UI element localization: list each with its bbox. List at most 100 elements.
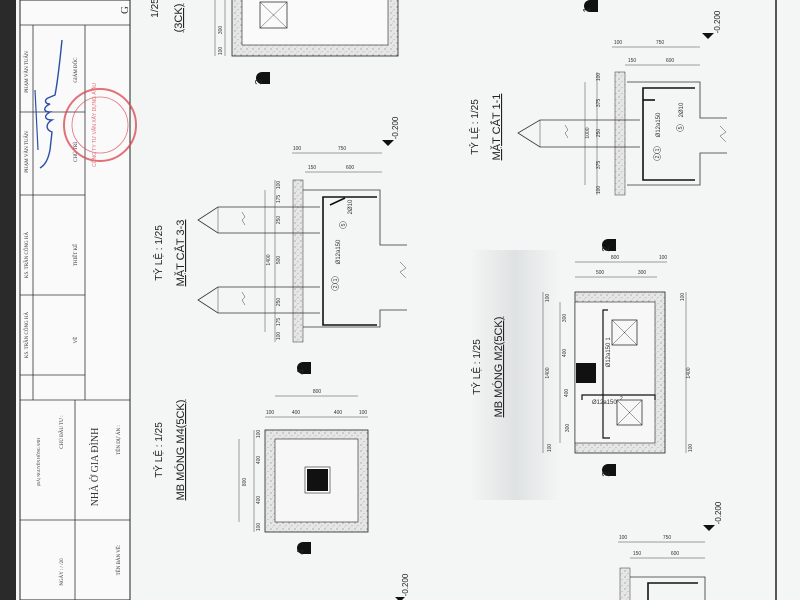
owner-label: CHỦ ĐẦU TƯ :	[59, 415, 65, 448]
level-label: -0.200	[714, 501, 723, 524]
rebar-mark: 1	[655, 148, 661, 151]
dim-label: 100	[547, 444, 553, 453]
section-marker-icon	[256, 72, 270, 84]
drawing-name-label: TÊN BẢN VẼ:	[116, 545, 122, 576]
dim-label: 300	[218, 26, 224, 35]
foundation-plan-m2: Ø12a150 1 Ø12a150 2 800 100 500 300 100 …	[470, 239, 694, 477]
dim-label: 300	[565, 424, 571, 433]
dim-label: 250	[276, 216, 282, 225]
dim-label: 400	[334, 410, 343, 416]
section-1-1: 100 750 150 600 -0.200 100 375 250 375 1…	[468, 0, 727, 196]
pile-symbol	[616, 399, 643, 426]
section-marker-icon	[297, 542, 311, 554]
dim-label: 400	[292, 410, 301, 416]
dim-label: 100	[688, 444, 694, 453]
rebar-mark: 5	[341, 223, 347, 226]
dim-label: 175	[276, 195, 282, 204]
section-marker-label: 1	[582, 7, 593, 13]
dim-label: 500	[596, 270, 605, 276]
dim-label: 100	[256, 523, 262, 532]
dim-label: 400	[256, 496, 262, 505]
dim-label: 600	[666, 58, 675, 64]
dim-label: 100	[256, 430, 262, 439]
level-marker-icon	[395, 597, 405, 600]
scan-shadow	[470, 250, 560, 500]
section-marker-icon	[602, 239, 616, 251]
dim-label: 300	[562, 314, 568, 323]
level-label: -0.200	[391, 116, 400, 139]
dim-label: 1400	[266, 254, 272, 265]
scan-edge	[0, 0, 16, 600]
dim-label: 375	[596, 99, 602, 108]
dim-label: 100	[218, 47, 224, 56]
dim-label: 375	[596, 161, 602, 170]
foundation-plan-m3-partial: 300 100 (3CK) 1/25 3	[150, 0, 399, 85]
role-drafter: VẼ	[73, 337, 79, 344]
dim-label: 100	[614, 40, 623, 46]
section-3-3: 100 750 150 600 -0.200 100 175 250 500 2…	[152, 116, 407, 343]
m3-scale-suffix: 1/25	[150, 0, 161, 18]
rebar-mark: 2	[333, 285, 339, 288]
dim-label: 100	[359, 410, 368, 416]
rebar-mark: 5	[678, 126, 684, 129]
dim-label: 1000	[585, 127, 591, 138]
pile-symbol	[259, 1, 288, 29]
dim-label: 100	[619, 535, 628, 541]
m2-title: MB MÓNG M2(5CK)	[492, 317, 505, 418]
dim-label: 150	[633, 551, 642, 557]
dim-label: 100	[293, 146, 302, 152]
level-label: -0.200	[713, 10, 722, 33]
rebar-label: Ø12a150	[656, 112, 662, 137]
dim-label: 750	[656, 40, 665, 46]
m2-scale: TỶ LỆ : 1/25	[470, 339, 483, 395]
rebar-label: Ø12a150	[606, 342, 612, 367]
level-label: -0.200	[401, 573, 410, 596]
dim-label: 300	[638, 270, 647, 276]
dim-label: 100	[659, 255, 668, 261]
rebar-label: 2Ø10	[348, 199, 354, 214]
rebar-mark: 1	[333, 278, 339, 281]
pile-symbol	[611, 319, 638, 346]
dim-label: 150	[628, 58, 637, 64]
name-director: PHẠM VĂN TUẤN	[24, 51, 30, 93]
column-symbol	[307, 469, 328, 491]
stamp-text: CÔNG TY TƯ VẤN XÂY DỰNG Á ÂU	[91, 83, 98, 167]
rebar-label: 2Ø10	[679, 102, 685, 117]
dim-label: 100	[276, 332, 282, 341]
section-marker-label: 3	[254, 79, 265, 85]
section-marker-icon	[584, 0, 598, 12]
level-marker-icon	[702, 33, 714, 39]
dim-label: 750	[663, 535, 672, 541]
dim-label: 750	[338, 146, 347, 152]
section-marker-label: 4	[296, 369, 307, 375]
level-marker-icon	[703, 525, 715, 531]
signature	[39, 39, 63, 169]
dim-label: 250	[276, 298, 282, 307]
section-marker-icon	[297, 362, 311, 374]
dim-label: 800	[313, 389, 322, 395]
level-marker-icon	[382, 140, 394, 146]
m4-scale: TỶ LỆ : 1/25	[152, 422, 165, 478]
dim-label: 500	[276, 256, 282, 265]
name-drafter: KS. TRẦN CÔNG HÀ	[24, 311, 30, 358]
dim-label: 400	[562, 349, 568, 358]
dim-label: 1400	[686, 367, 692, 378]
rebar-label: Ø12a150	[336, 239, 342, 264]
dim-label: 1400	[545, 367, 551, 378]
owner-name: (BÀ) NGUYỄN HỒNG ANH	[36, 438, 41, 486]
dim-label: 100	[266, 410, 275, 416]
section-1-1-scale: TỶ LỆ : 1/25	[468, 99, 481, 155]
dim-label: 800	[611, 255, 620, 261]
project-label: TÊN DỰ ÁN :	[116, 425, 122, 455]
role-designer: THIẾT KẾ	[73, 244, 79, 266]
role-director: GIÁM ĐỐC	[73, 57, 79, 83]
m3-title-suffix: (3CK)	[173, 4, 185, 33]
dim-label: 100	[545, 294, 551, 303]
column-symbol	[576, 363, 596, 383]
m4-title: MB MÓNG M4(5CK)	[174, 400, 187, 501]
dim-label: 600	[346, 165, 355, 171]
section-marker-icon	[602, 464, 616, 476]
section-3-3-scale: TỶ LỆ : 1/25	[152, 225, 165, 281]
